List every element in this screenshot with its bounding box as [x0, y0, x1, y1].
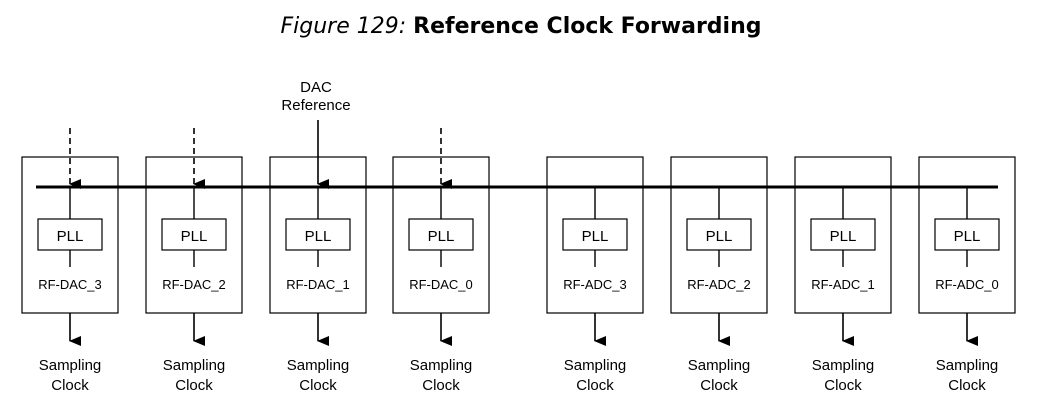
figure-name: Reference Clock Forwarding: [413, 14, 762, 39]
pll-label: PLL: [57, 228, 84, 245]
dac-reference-label-line2: Reference: [281, 97, 350, 114]
pll-box: [408, 218, 474, 251]
tile-name-label: RF-DAC_1: [286, 277, 350, 292]
pll-box: [686, 218, 752, 251]
pll-box: [562, 218, 628, 251]
sampling-clock-label-line1: Sampling: [163, 357, 226, 374]
pll-label: PLL: [582, 228, 609, 245]
pll-box: [161, 218, 227, 251]
pll-label: PLL: [954, 228, 981, 245]
sampling-clock-label-line1: Sampling: [410, 357, 473, 374]
sampling-clock-label-line1: Sampling: [812, 357, 875, 374]
pll-label: PLL: [305, 228, 332, 245]
tile-name-label: RF-ADC_2: [687, 277, 751, 292]
tile-name-label: RF-ADC_0: [935, 277, 999, 292]
sampling-clock-label-line1: Sampling: [936, 357, 999, 374]
tile-name-label: RF-ADC_1: [811, 277, 875, 292]
pll-box: [934, 218, 1000, 251]
sampling-clock-label-line2: Clock: [299, 377, 337, 394]
figure-title: Figure 129: Reference Clock Forwarding: [0, 14, 1042, 39]
sampling-clock-label-line1: Sampling: [564, 357, 627, 374]
pll-box: [285, 218, 351, 251]
sampling-clock-label-line2: Clock: [51, 377, 89, 394]
pll-label: PLL: [830, 228, 857, 245]
sampling-clock-label-line2: Clock: [422, 377, 460, 394]
sampling-clock-label-line1: Sampling: [688, 357, 751, 374]
pll-label: PLL: [706, 228, 733, 245]
sampling-clock-label-line1: Sampling: [39, 357, 102, 374]
tile-name-label: RF-DAC_2: [162, 277, 226, 292]
tile-name-label: RF-DAC_0: [409, 277, 473, 292]
dac-reference-label-line1: DAC: [300, 79, 332, 96]
sampling-clock-label-line2: Clock: [576, 377, 614, 394]
tile-name-label: RF-DAC_3: [38, 277, 102, 292]
sampling-clock-label-line2: Clock: [700, 377, 738, 394]
figure-number: Figure 129:: [280, 14, 407, 39]
sampling-clock-label-line2: Clock: [824, 377, 862, 394]
tile-name-label: RF-ADC_3: [563, 277, 627, 292]
pll-label: PLL: [428, 228, 455, 245]
sampling-clock-label-line2: Clock: [175, 377, 213, 394]
sampling-clock-label-line1: Sampling: [287, 357, 350, 374]
pll-label: PLL: [181, 228, 208, 245]
pll-box: [810, 218, 876, 251]
sampling-clock-label-line2: Clock: [948, 377, 986, 394]
